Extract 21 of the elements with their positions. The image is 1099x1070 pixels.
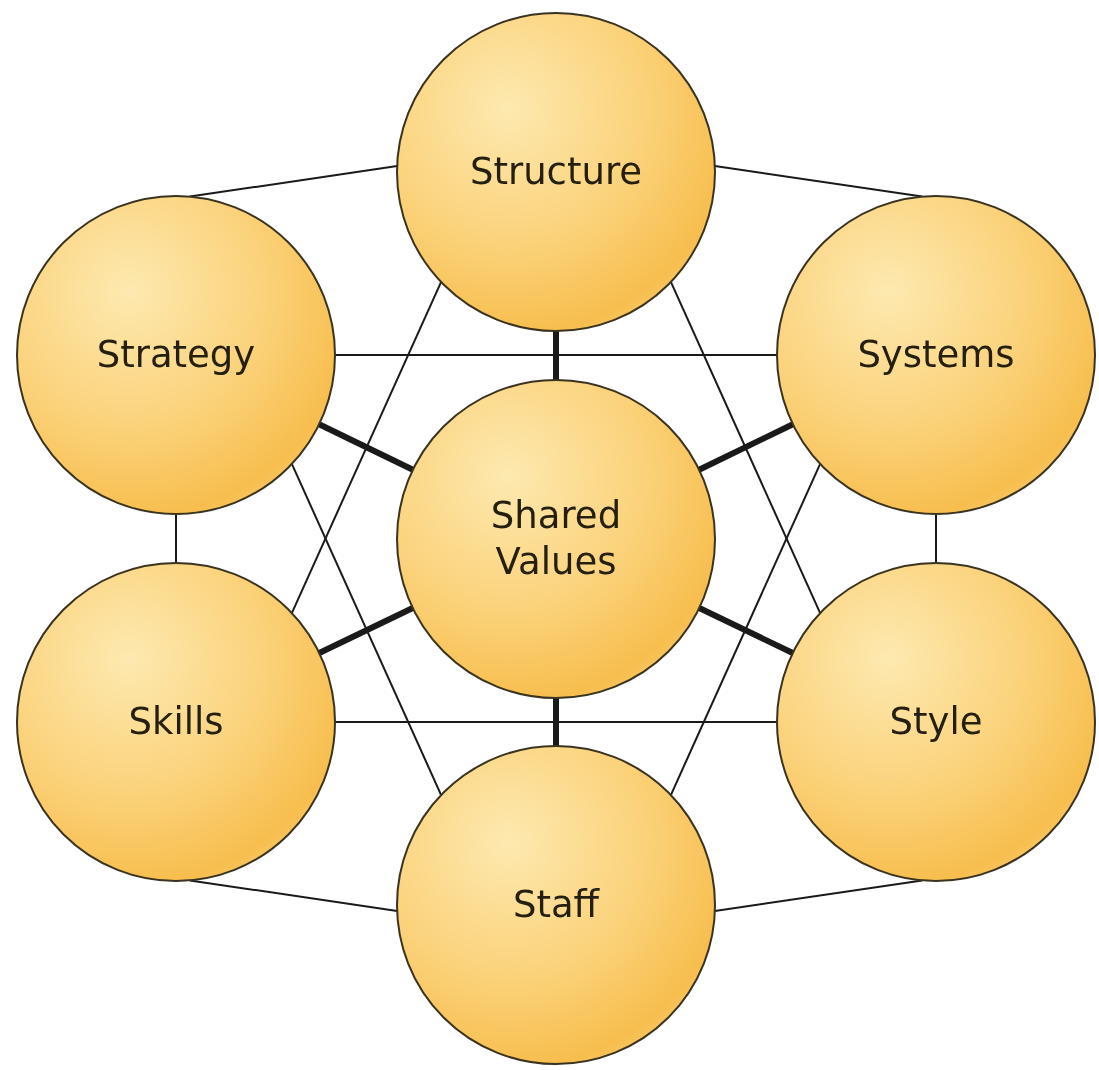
element-label: Shared Values [489, 492, 623, 585]
connector-line [317, 421, 415, 473]
connector-line [334, 354, 778, 356]
element-label: Skills [128, 698, 224, 745]
element-label: Style [889, 698, 983, 745]
element-label: Strategy [96, 331, 256, 378]
connector-line [290, 280, 443, 615]
element-label: Staff [512, 881, 600, 928]
connector-line [669, 280, 822, 615]
connector-line [334, 721, 778, 723]
connector-line [697, 421, 795, 473]
element-label: Systems [857, 331, 1015, 378]
connector-line [553, 331, 559, 380]
connector-line [553, 698, 559, 746]
connector-line [290, 462, 443, 797]
element-label: Structure [469, 148, 643, 195]
connector-line [697, 605, 795, 656]
connector-line [175, 513, 177, 564]
connector-line [935, 513, 937, 564]
connector-line [669, 462, 822, 797]
connector-line [317, 605, 415, 656]
